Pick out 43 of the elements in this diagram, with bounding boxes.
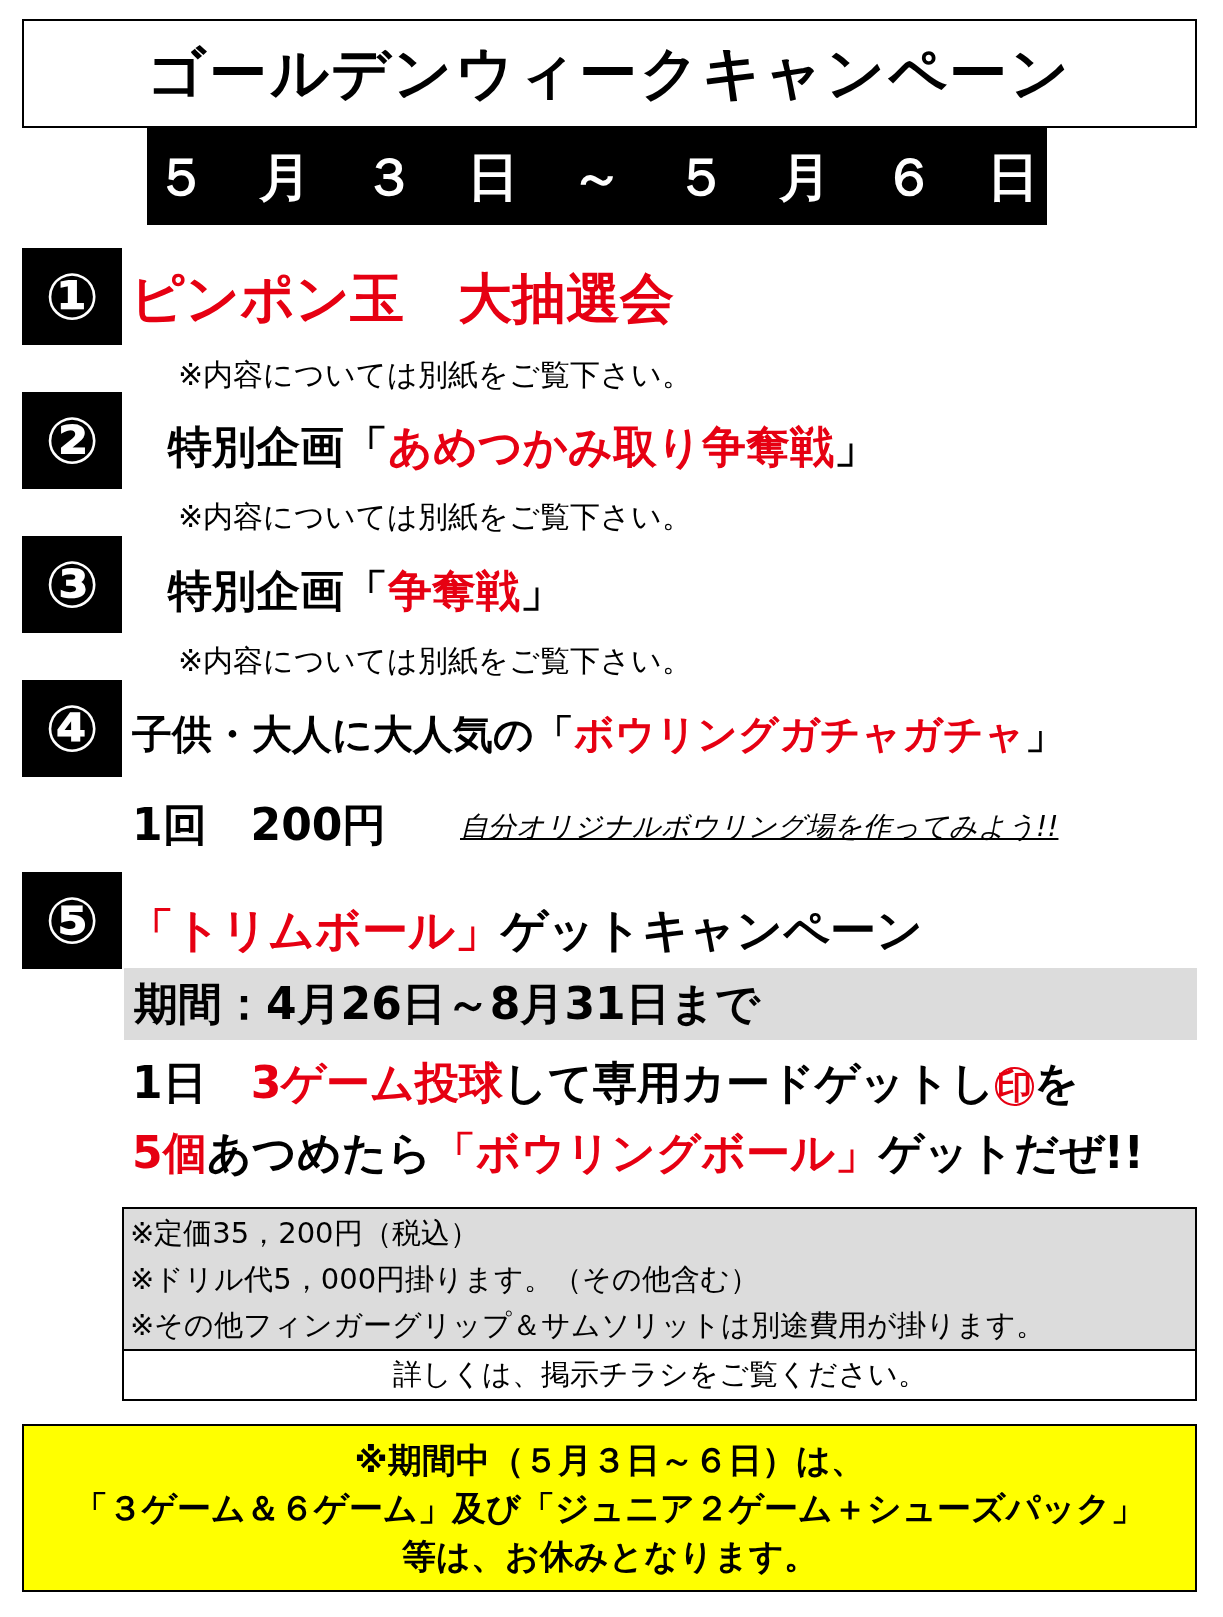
- info-box: 詳しくは、掲示チラシをご覧ください。: [122, 1351, 1197, 1401]
- flyer-text: ※内容については別紙をご覧下さい。: [178, 642, 693, 680]
- flyer-text: ボウリングガチャガチャ: [574, 710, 1025, 759]
- flyer-text: 子供・大人に大人気の「: [132, 710, 574, 759]
- flyer-text: ※内容については別紙をご覧下さい。: [178, 356, 693, 394]
- flyer-text: 「ボウリングボール」: [431, 1126, 879, 1180]
- flyer-text: 」: [520, 564, 564, 618]
- title-box: ゴールデンウィークキャンペーン: [22, 19, 1197, 128]
- number-badge: ①: [22, 248, 122, 345]
- note-line: ※その他フィンガーグリップ＆サムソリットは別途費用が掛ります。: [130, 1307, 1047, 1344]
- flyer-text: ピンポン玉 大抽選会: [130, 266, 674, 332]
- flyer-text: あつめたら: [206, 1126, 432, 1180]
- note-line: ※ドリル代5，000円掛ります。（その他含む）: [130, 1261, 761, 1298]
- flyer-text: を: [1033, 1056, 1079, 1110]
- flyer-text: 1回 200円: [132, 798, 387, 852]
- underlined-note: 自分オリジナルボウリング場を作ってみよう!!: [460, 809, 1059, 845]
- flyer-text: 特別企画「: [168, 564, 388, 618]
- notes-panel: [122, 1207, 1197, 1351]
- flyer-text: あめつかみ取り争奪戦: [388, 420, 834, 474]
- period-band: 期間：4月26日～8月31日まで: [124, 968, 1197, 1040]
- notice-line: 等は、お休みとなります。: [401, 1535, 818, 1578]
- flyer-text: 特別企画「: [168, 420, 388, 474]
- notice-box: [22, 1424, 1197, 1592]
- flyer-text: 争奪戦: [388, 564, 520, 618]
- flyer-text: ゲットキャンペーン: [501, 902, 923, 959]
- notice-line: ※期間中（５月３日～６日）は、: [354, 1439, 865, 1482]
- number-badge: ⑤: [22, 872, 122, 969]
- date-banner: ５ 月 ３ 日 ～ ５ 月 ６ 日: [147, 128, 1047, 225]
- flyer-text: 5個: [132, 1126, 207, 1180]
- flyer-text: 」: [834, 420, 878, 474]
- flyer-text: ゲットだぜ!!: [878, 1126, 1144, 1180]
- notice-line: 「３ゲーム＆６ゲーム」及び「ジュニア２ゲーム＋シューズパック」: [74, 1487, 1145, 1530]
- number-badge: ③: [22, 536, 122, 633]
- flyer-text: 3ゲーム投球: [250, 1056, 504, 1110]
- flyer-text: して専用カードゲットし: [503, 1056, 996, 1110]
- flyer-text: 1日: [132, 1056, 208, 1110]
- number-badge: ④: [22, 680, 122, 777]
- circled-stamp-mark: 印: [995, 1067, 1034, 1106]
- number-badge: ②: [22, 392, 122, 489]
- flyer-text: 「トリムボール」: [128, 902, 501, 959]
- note-line: ※定価35，200円（税込）: [130, 1215, 480, 1252]
- flyer-text: 」: [1025, 710, 1065, 759]
- flyer-text: ※内容については別紙をご覧下さい。: [178, 498, 693, 536]
